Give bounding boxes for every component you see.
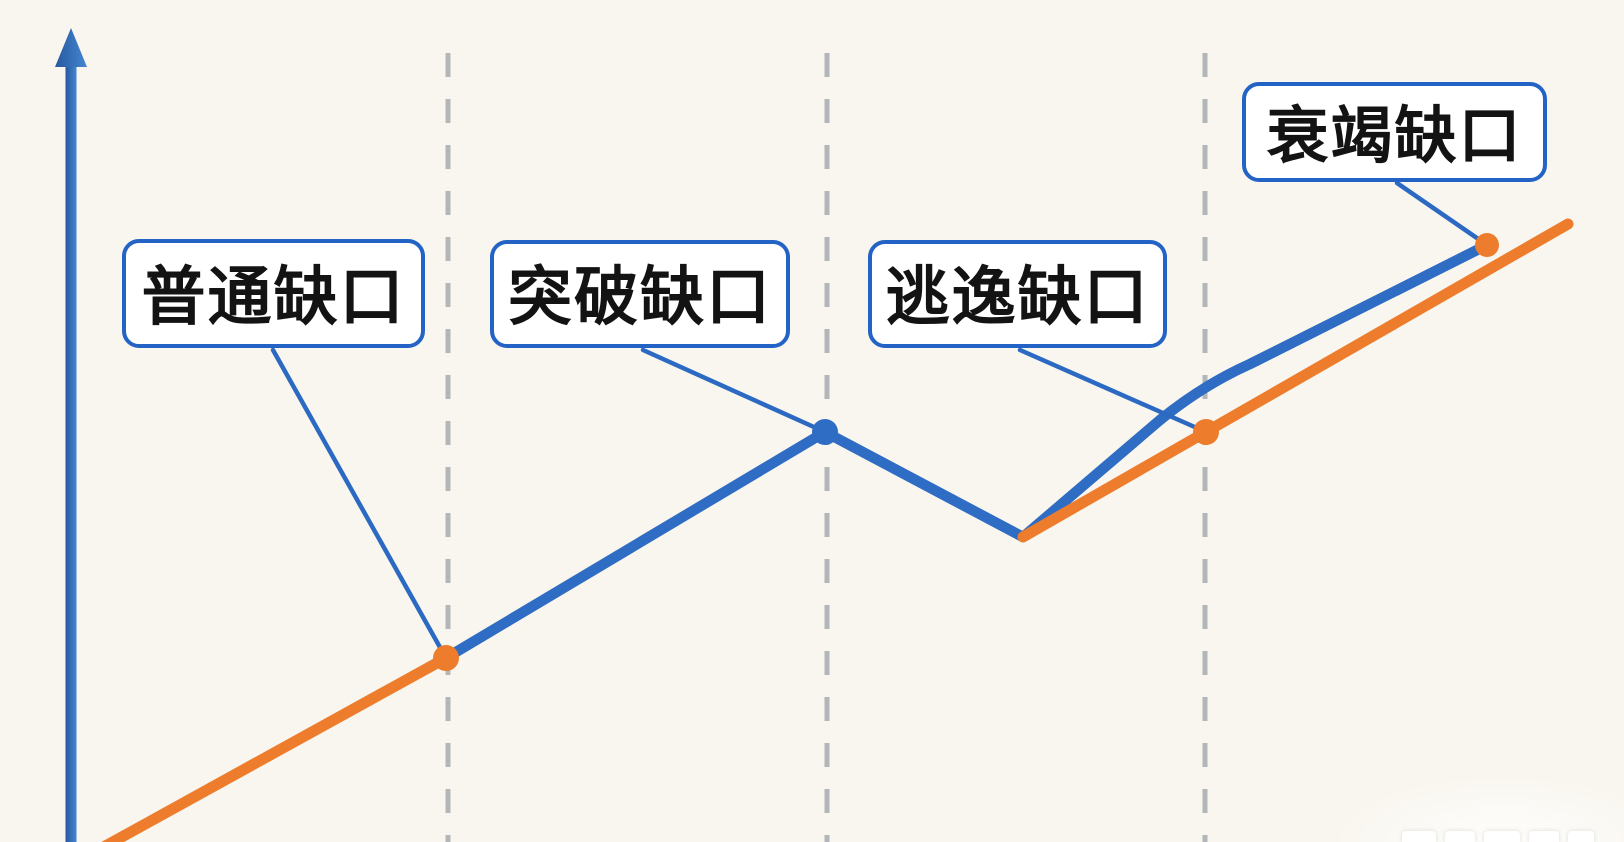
gridlines-layer [445,53,1208,842]
gap-dot-runaway [1193,419,1219,445]
gap-dots-layer [433,233,1499,671]
trend-line-after-breakout [1017,218,1574,543]
label-breakaway-gap: 突破缺口 [490,240,790,348]
label-exhaustion-gap-text: 衰竭缺口 [1266,102,1523,171]
label-runaway-gap-text: 逃逸缺口 [885,261,1150,333]
label-common-gap-connector [270,347,449,661]
y-axis-arrowhead [55,28,87,67]
label-common-gap-text: 普通缺口 [141,260,406,333]
label-exhaustion-gap: 衰竭缺口 [1242,82,1547,182]
gap-dot-breakaway [812,419,838,445]
connectors-layer [270,180,1490,661]
label-runaway-gap-connector [1017,347,1209,435]
price-line [440,239,1493,664]
axis-layer [55,28,87,842]
label-runaway-gap: 逃逸缺口 [868,240,1167,348]
label-exhaustion-gap-connector [1394,180,1490,248]
y-axis-shaft [65,58,77,842]
gap-dot-exhaustion [1475,233,1499,257]
label-breakaway-gap-text: 突破缺口 [508,261,772,333]
gap-dot-common [433,645,459,671]
trend-line-before-breakout [101,652,452,842]
series-layer [101,218,1574,842]
label-common-gap: 普通缺口 [122,239,425,348]
label-breakaway-gap-connector [640,347,828,435]
